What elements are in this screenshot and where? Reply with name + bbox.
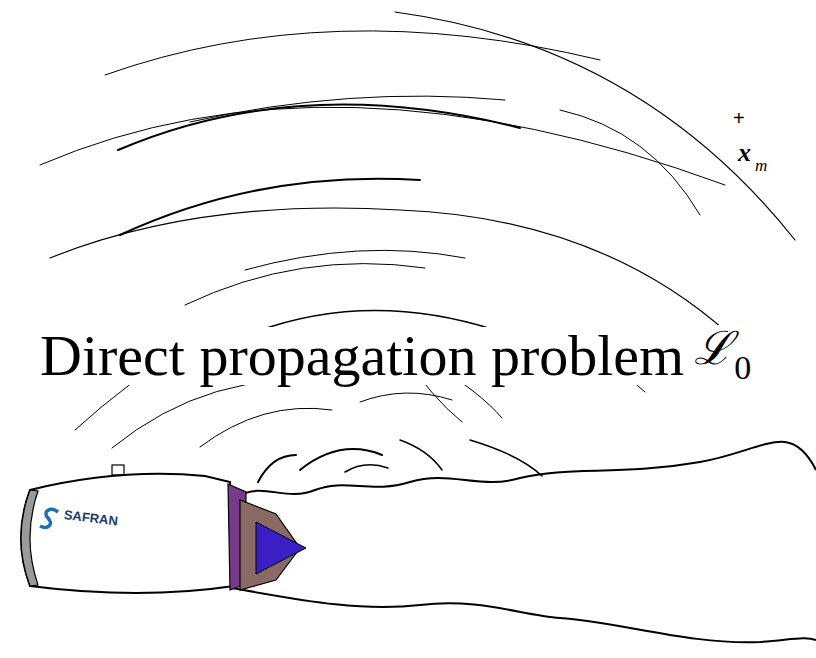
point-subscript: m: [755, 157, 767, 174]
title-text: Direct propagation problem: [40, 327, 684, 385]
point-name: x: [738, 140, 751, 166]
point-marker: +: [733, 108, 745, 128]
operator-subscript: 0: [734, 351, 751, 385]
operator-symbol: ℒ: [694, 325, 732, 371]
